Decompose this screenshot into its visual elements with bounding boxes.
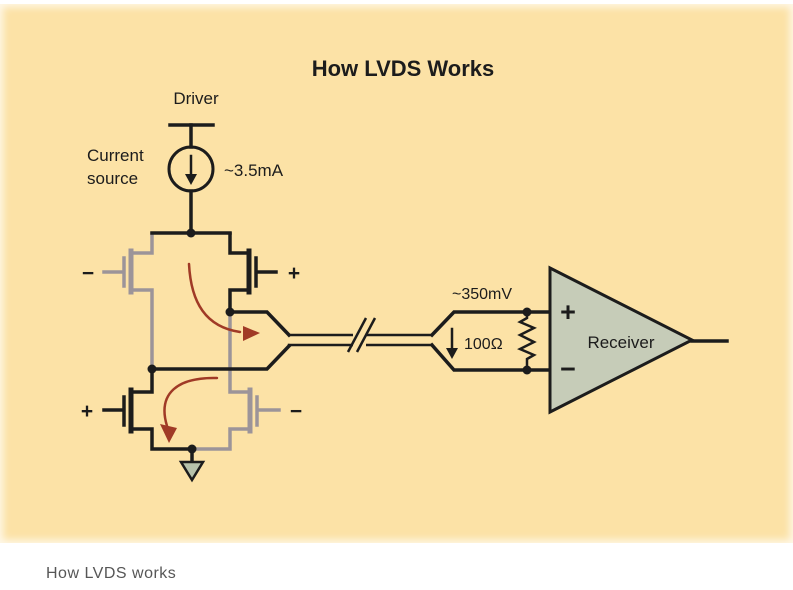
line-bottom-right-wire xyxy=(429,342,552,372)
junction-dot xyxy=(225,307,235,317)
current-flow-arrows xyxy=(163,262,242,428)
mosfet-lower-left-icon xyxy=(102,368,194,451)
inactive-path-group xyxy=(102,232,281,451)
junction-dot xyxy=(186,228,196,238)
line-bottom-left-wire xyxy=(150,343,292,371)
junction-group xyxy=(147,174,532,454)
current-flow-arrowheads xyxy=(160,326,260,443)
current-source-label-line1: Current xyxy=(87,146,144,165)
gate-polarity-lower-right: − xyxy=(290,400,302,423)
junction-dot xyxy=(147,364,157,374)
line-top-right-wire xyxy=(429,310,552,338)
current-flow-arrowhead-bottom xyxy=(160,424,177,443)
diagram-title: How LVDS Works xyxy=(312,56,495,81)
current-source-icon xyxy=(167,145,215,235)
junction-dot xyxy=(187,444,197,454)
gate-polarity-lower-left: + xyxy=(81,400,93,423)
supply-terminal-icon xyxy=(168,123,215,149)
active-path-group xyxy=(102,123,729,464)
resistor-arrowhead-icon xyxy=(446,348,458,359)
current-flow-arrow-top xyxy=(187,262,242,334)
current-flow-arrow-bottom xyxy=(163,376,219,428)
receiver-opamp-icon xyxy=(548,265,696,415)
line-voltage-label: ~350mV xyxy=(452,286,512,303)
junction-dot xyxy=(522,307,532,317)
driver-label: Driver xyxy=(173,89,219,108)
termination-resistor-label: 100Ω xyxy=(464,336,503,353)
current-source-arrowhead-icon xyxy=(185,174,197,185)
figure-caption: How LVDS works xyxy=(46,565,177,582)
gate-polarity-upper-left: − xyxy=(82,262,94,285)
receiver-label: Receiver xyxy=(587,333,654,352)
mosfet-upper-left-icon xyxy=(102,232,154,371)
current-flow-arrowhead-top xyxy=(243,326,260,341)
mosfet-lower-right-icon xyxy=(192,312,281,451)
line-break-icon xyxy=(346,317,377,353)
gate-polarity-upper-right: + xyxy=(288,262,300,285)
ground-icon xyxy=(178,460,206,483)
current-source-label-line2: source xyxy=(87,169,138,188)
resistor-icon xyxy=(517,310,537,372)
receiver-minus-input-label: − xyxy=(560,354,576,384)
line-top-left-wire xyxy=(228,310,292,338)
mosfet-upper-right-icon xyxy=(228,232,278,314)
current-value-label: ~3.5mA xyxy=(224,161,284,180)
receiver-plus-input-label: + xyxy=(560,297,576,327)
junction-dot xyxy=(522,365,532,375)
